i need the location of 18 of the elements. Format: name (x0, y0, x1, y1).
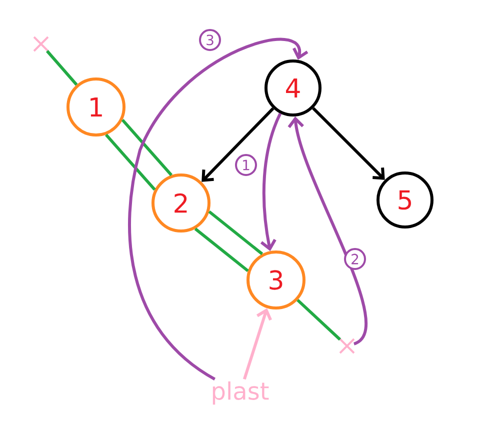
link-line (296, 298, 342, 341)
arrow (312, 107, 385, 180)
link-line (194, 228, 249, 272)
step-number: 3 (199, 29, 221, 51)
arrow (242, 308, 272, 380)
pointer-arrow (260, 112, 282, 252)
link-line (104, 134, 156, 191)
pointer-label: plast (212, 381, 269, 405)
end-cross-mark (339, 338, 355, 354)
pointer-arrow (128, 38, 308, 380)
step-number: 2 (344, 248, 366, 270)
arrow (202, 107, 274, 182)
link-line (121, 118, 173, 176)
step-number: 1 (235, 154, 257, 176)
link-line (208, 210, 264, 256)
link-line (46, 50, 78, 86)
pointer-arrow (288, 116, 368, 346)
end-cross-mark (33, 36, 49, 52)
